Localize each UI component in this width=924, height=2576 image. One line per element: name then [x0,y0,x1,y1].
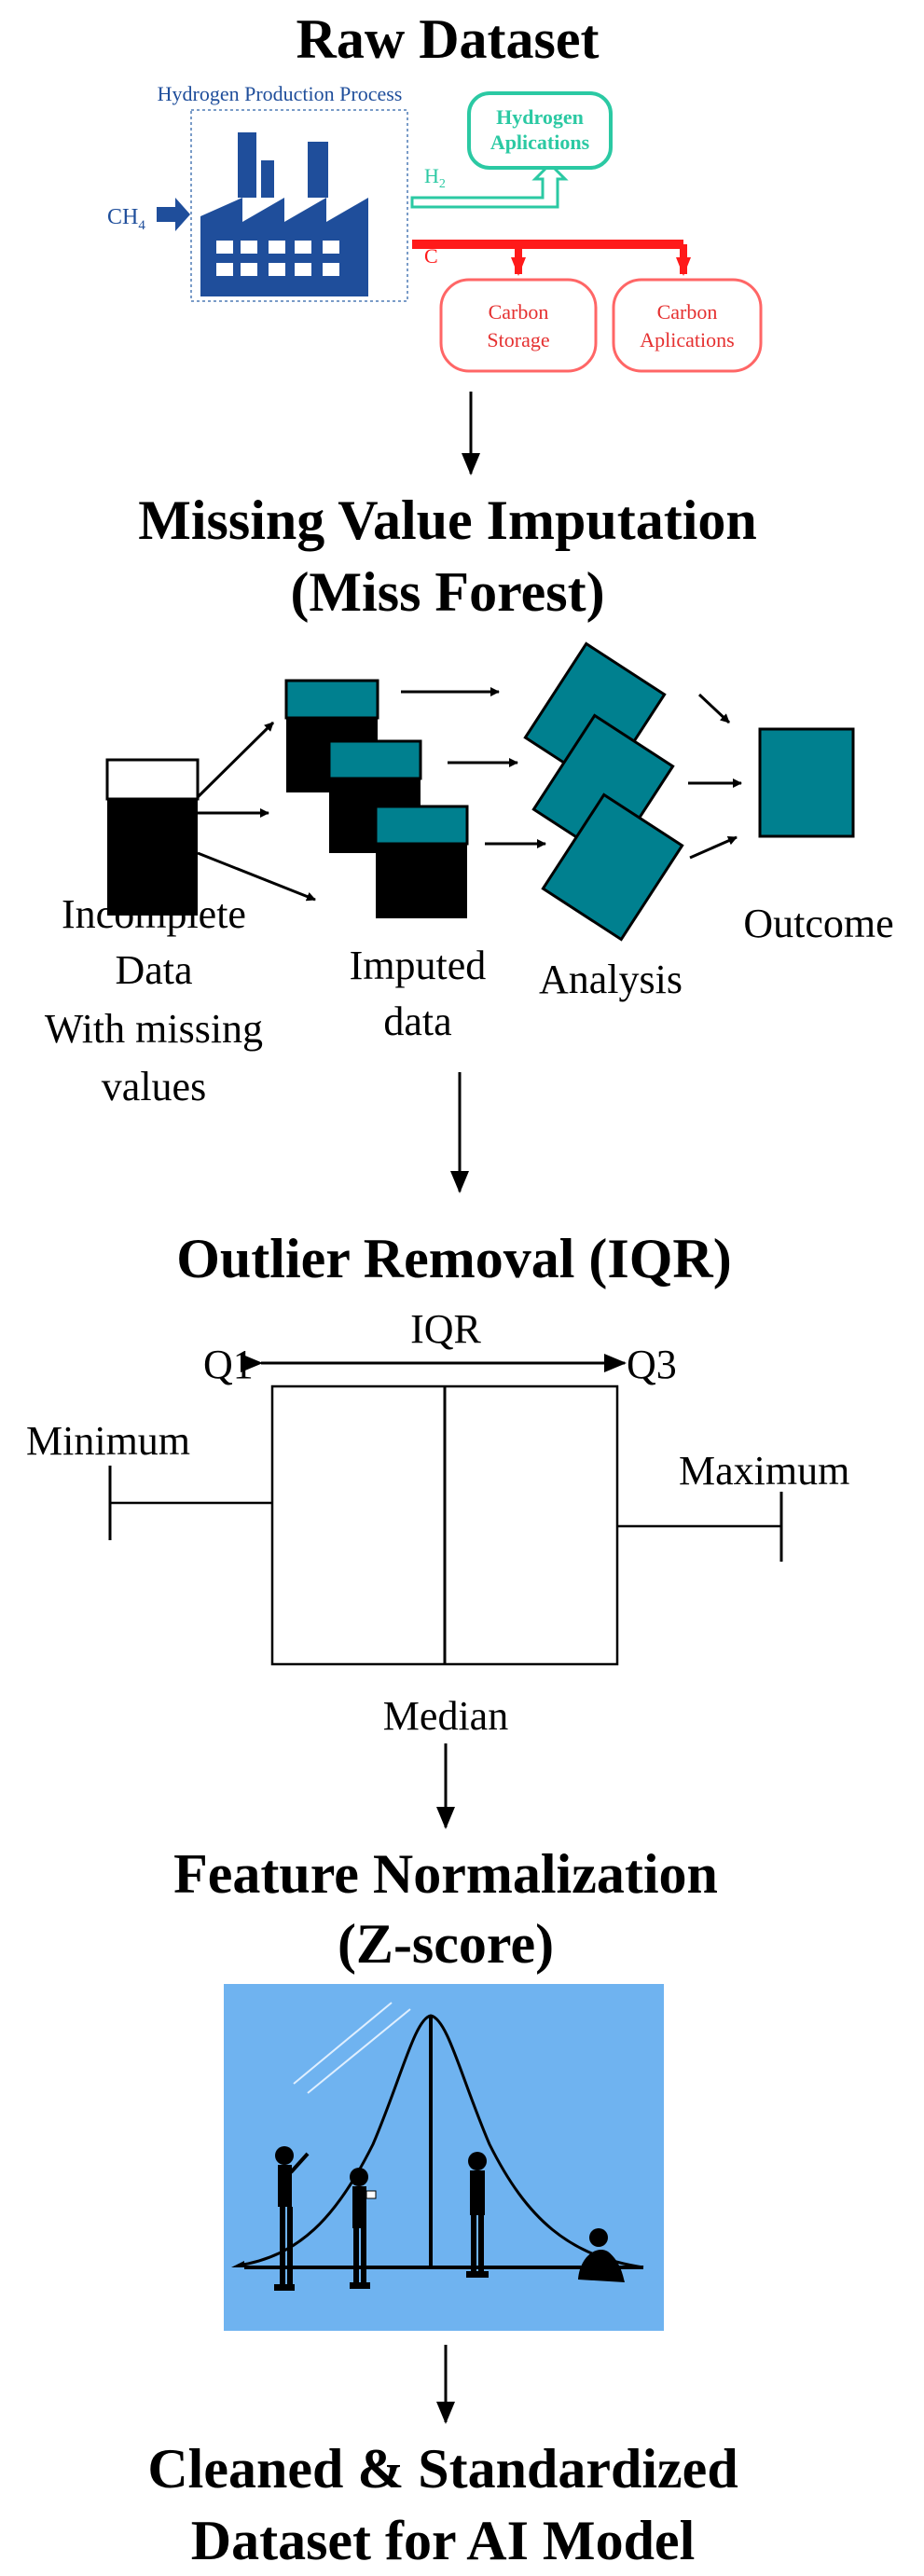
incomplete-label-3: With missing [45,1006,263,1052]
hydrogen-applications-label-1: Hydrogen [496,105,584,129]
median-label: Median [383,1693,508,1739]
person-figure-1 [274,2146,310,2291]
imputation-title-line2: (Miss Forest) [290,561,604,623]
carbon-storage-label-2: Storage [487,328,549,351]
hydrogen-applications-label-2: Aplications [490,131,590,154]
imputation-diagram: Incomplete Data With missing values Impu… [45,641,894,1109]
carbon-storage-label-1: Carbon [489,300,549,324]
q3-label: Q3 [627,1342,677,1387]
ch4-arrow-icon [157,198,190,231]
carbon-storage-box [439,278,598,373]
person-figure-3 [466,2152,489,2278]
hydrogen-process-title: Hydrogen Production Process [158,82,403,105]
outcome-block [758,727,855,838]
carbon-applications-box [612,278,763,373]
maximum-label: Maximum [679,1448,849,1494]
imputed-data-block-3 [374,805,469,918]
final-title-line2: Dataset for AI Model [191,2510,695,2571]
analysis-block-3 [541,792,684,942]
h2-flow-arrow [410,161,569,209]
hydrogen-applications-box [467,91,613,170]
imputed-label-2: data [383,999,451,1044]
outcome-label: Outcome [743,901,893,946]
raw-dataset-title: Raw Dataset [297,8,600,70]
incomplete-label-4: values [102,1064,206,1109]
imputation-title-line1: Missing Value Imputation [138,489,757,551]
hydrogen-production-illustration: Hydrogen Production Process CH4 H2 Hydro… [107,82,763,373]
carbon-applications-label-1: Carbon [657,300,718,324]
normalization-title-line1: Feature Normalization [173,1843,718,1905]
boxplot-diagram: IQR Q1 Q3 Minimum Maximum Median [26,1306,849,1739]
imputed-label-1: Imputed [350,943,487,988]
outlier-title: Outlier Removal (IQR) [176,1228,731,1289]
normal-distribution-illustration [224,1984,664,2331]
incomplete-label-1: Incomplete [62,891,246,937]
person-figure-4 [578,2228,625,2282]
incomplete-label-2: Data [115,947,192,993]
person-figure-2 [350,2168,377,2289]
factory-windows [216,241,339,276]
analysis-label: Analysis [539,957,683,1002]
carbon-applications-label-2: Aplications [640,328,734,351]
ch4-label: CH4 [107,205,145,233]
minimum-label: Minimum [26,1418,190,1464]
carbon-label: C [424,244,438,268]
iqr-label: IQR [410,1306,481,1352]
normalization-title-line2: (Z-score) [338,1913,554,1975]
analysis-block-2 [531,713,675,862]
q1-label: Q1 [203,1342,254,1387]
incomplete-data-block [105,758,200,916]
h2-label: H2 [424,164,446,191]
final-title-line1: Cleaned & Standardized [147,2438,738,2500]
